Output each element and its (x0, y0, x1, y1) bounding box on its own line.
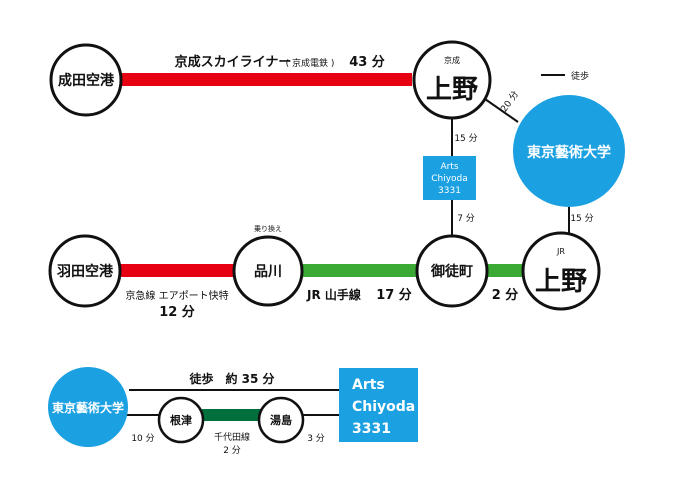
walk-ueno-to-university (484, 98, 519, 123)
jr-time-label: 17 分 (376, 287, 412, 303)
station-yushima (257, 396, 305, 444)
arts-to-okachimachi-time: 7 分 (457, 213, 475, 224)
station-jr-ueno-label: 上野 (535, 267, 587, 297)
arts-small-line1: Arts (440, 162, 458, 172)
station-nezu (157, 396, 205, 444)
university-to-jr-ueno-time: 15 分 (570, 213, 593, 224)
keikyu-line (118, 264, 234, 277)
univ-to-nezu-time: 10 分 (131, 433, 154, 444)
walk-route-label: 徒歩 約 35 分 (188, 371, 274, 386)
university-top (513, 95, 625, 207)
keisei-skyliner-line (120, 73, 412, 86)
station-haneda-label: 羽田空港 (57, 263, 114, 280)
station-narita-label: 成田空港 (58, 72, 115, 89)
station-shinagawa-label: 品川 (254, 264, 282, 280)
legend-walk-label: 徒歩 (571, 70, 589, 82)
ueno-to-university-time: 20 分 (499, 89, 521, 114)
shinagawa-transfer-label: 乗り換え (254, 224, 282, 233)
arts-large-line3: 3331 (352, 421, 391, 437)
okachimachi-ueno-time-label: 2 分 (492, 287, 519, 303)
station-jr-ueno (521, 231, 601, 311)
keisei-line-label: 京成スカイライナー (175, 54, 292, 70)
jr-okachimachi-ueno-line (487, 264, 522, 277)
jr-yamanote-line (302, 264, 417, 277)
station-keisei-ueno-small: 京成 (444, 55, 460, 65)
arts-small-line3: 3331 (438, 186, 461, 196)
keikyu-time-label: 12 分 (159, 304, 195, 320)
station-narita (49, 43, 123, 117)
station-haneda (48, 234, 122, 308)
station-okachimachi (415, 234, 489, 308)
arts-large-line2: Chiyoda (352, 399, 415, 415)
jr-line-label: JR 山手線 (306, 287, 361, 302)
arts-small-line2: Chiyoda (431, 174, 468, 184)
keisei-company-label: ( 京成電鉄 ) (286, 57, 335, 69)
chiyoda-time-label: 2 分 (223, 445, 241, 456)
station-keisei-ueno (412, 40, 492, 120)
keikyu-line-label: 京急線 エアポート快特 (125, 289, 228, 302)
ueno-to-arts-time: 15 分 (454, 133, 477, 144)
university-top-label: 東京藝術大学 (527, 144, 611, 161)
yushima-to-arts-time: 3 分 (307, 433, 325, 444)
station-shinagawa (232, 235, 304, 307)
arts-chiyoda-small-box (423, 156, 476, 200)
university-bottom-label: 東京藝術大学 (52, 400, 124, 415)
station-jr-ueno-small: JR (556, 247, 565, 256)
university-bottom (48, 367, 128, 447)
station-yushima-label: 湯島 (270, 413, 292, 427)
station-okachimachi-label: 御徒町 (430, 263, 473, 280)
arts-chiyoda-large-box (339, 368, 418, 442)
chiyoda-line-label: 千代田線 (214, 431, 250, 443)
arts-large-line1: Arts (352, 377, 385, 393)
station-keisei-ueno-label: 上野 (426, 75, 478, 105)
station-nezu-label: 根津 (170, 413, 192, 427)
keisei-time-label: 43 分 (349, 54, 385, 70)
chiyoda-line (202, 409, 262, 421)
